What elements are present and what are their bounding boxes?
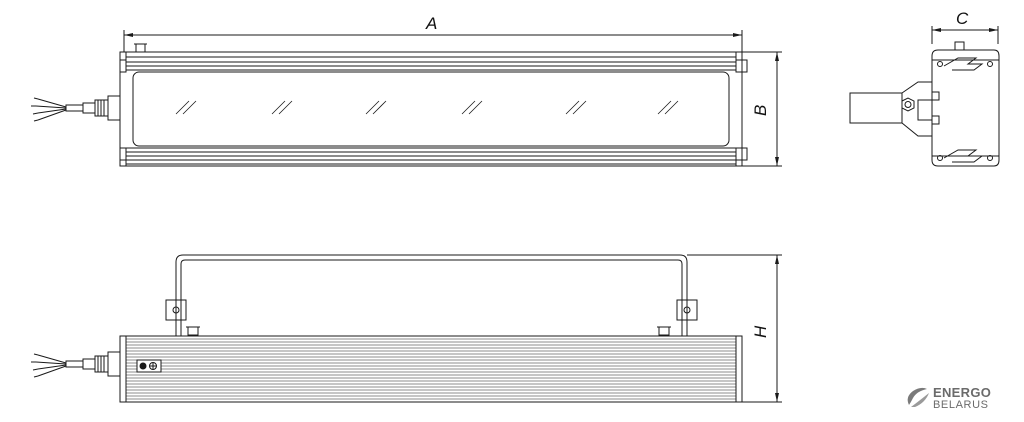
lamp-profile	[931, 49, 1000, 167]
logo-line1: ENERGO	[933, 385, 992, 400]
logo-line2: BELARUS	[933, 399, 989, 411]
cable-gland-side	[31, 351, 121, 378]
mounting-bracket-side	[175, 254, 688, 336]
glass-panel	[132, 71, 730, 147]
side-view: H	[31, 254, 782, 403]
end-view: C	[849, 9, 1000, 167]
dimension-a	[123, 30, 743, 52]
dimension-c-label: C	[956, 9, 969, 28]
energo-logo-icon	[907, 387, 929, 407]
dimension-a-label: A	[425, 14, 437, 33]
dimension-h	[687, 254, 782, 403]
dimension-h-label: H	[751, 325, 770, 338]
dimension-c	[931, 26, 999, 44]
mounting-bracket-end	[849, 92, 903, 124]
lamp-body-front	[119, 51, 743, 167]
cable-gland-front	[31, 95, 121, 122]
dimension-b	[742, 51, 782, 167]
energo-logo: ENERGO BELARUS	[933, 386, 991, 411]
front-view: A	[31, 14, 782, 167]
glass-hatching	[175, 100, 679, 115]
dimension-b-label: B	[751, 105, 770, 116]
